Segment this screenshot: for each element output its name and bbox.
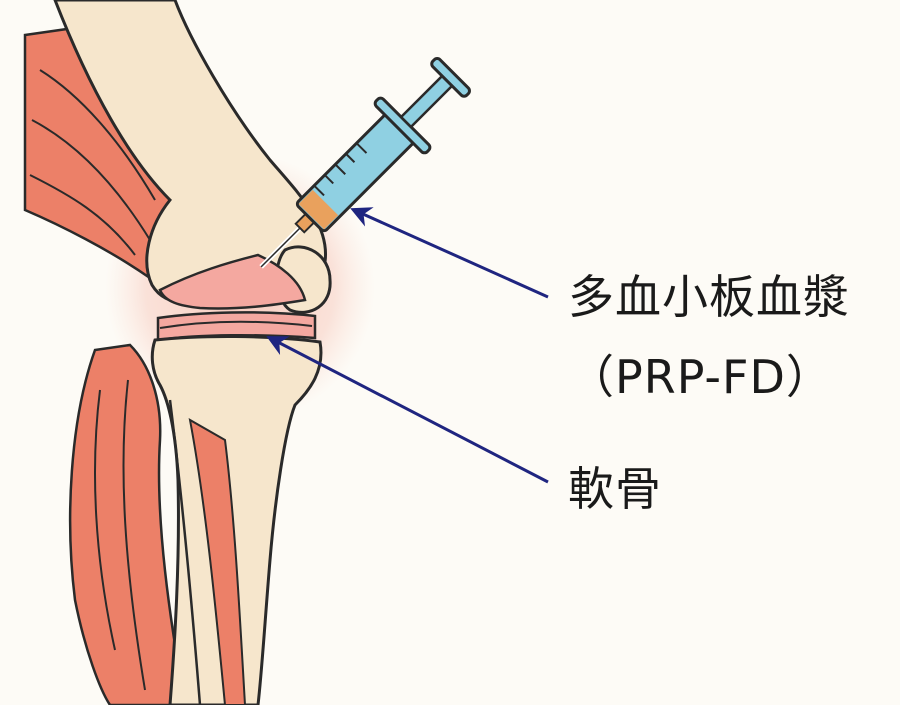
calf-muscle-fiber xyxy=(122,379,146,691)
syringe xyxy=(259,57,471,269)
syringe-liquid xyxy=(298,189,339,230)
calf-muscle-fiber xyxy=(94,389,116,651)
syringe-plunger xyxy=(399,72,456,129)
cartilage-label: 軟骨 xyxy=(568,462,662,516)
upper-cartilage xyxy=(158,253,307,310)
prp-label-line2: （PRP-FD） xyxy=(568,350,833,404)
fibula xyxy=(168,399,202,705)
shin-muscle xyxy=(188,418,247,705)
prp-label-line1: 多血小板血漿 xyxy=(568,270,850,324)
thigh-muscle-fiber xyxy=(29,174,136,256)
thigh-muscle-fiber xyxy=(39,69,156,201)
cartilage-arrow xyxy=(266,336,549,484)
thigh-muscle-fiber xyxy=(31,119,151,241)
joint-line xyxy=(159,320,313,329)
prp-arrow xyxy=(350,207,549,299)
syringe-plunger-cap xyxy=(430,57,471,98)
